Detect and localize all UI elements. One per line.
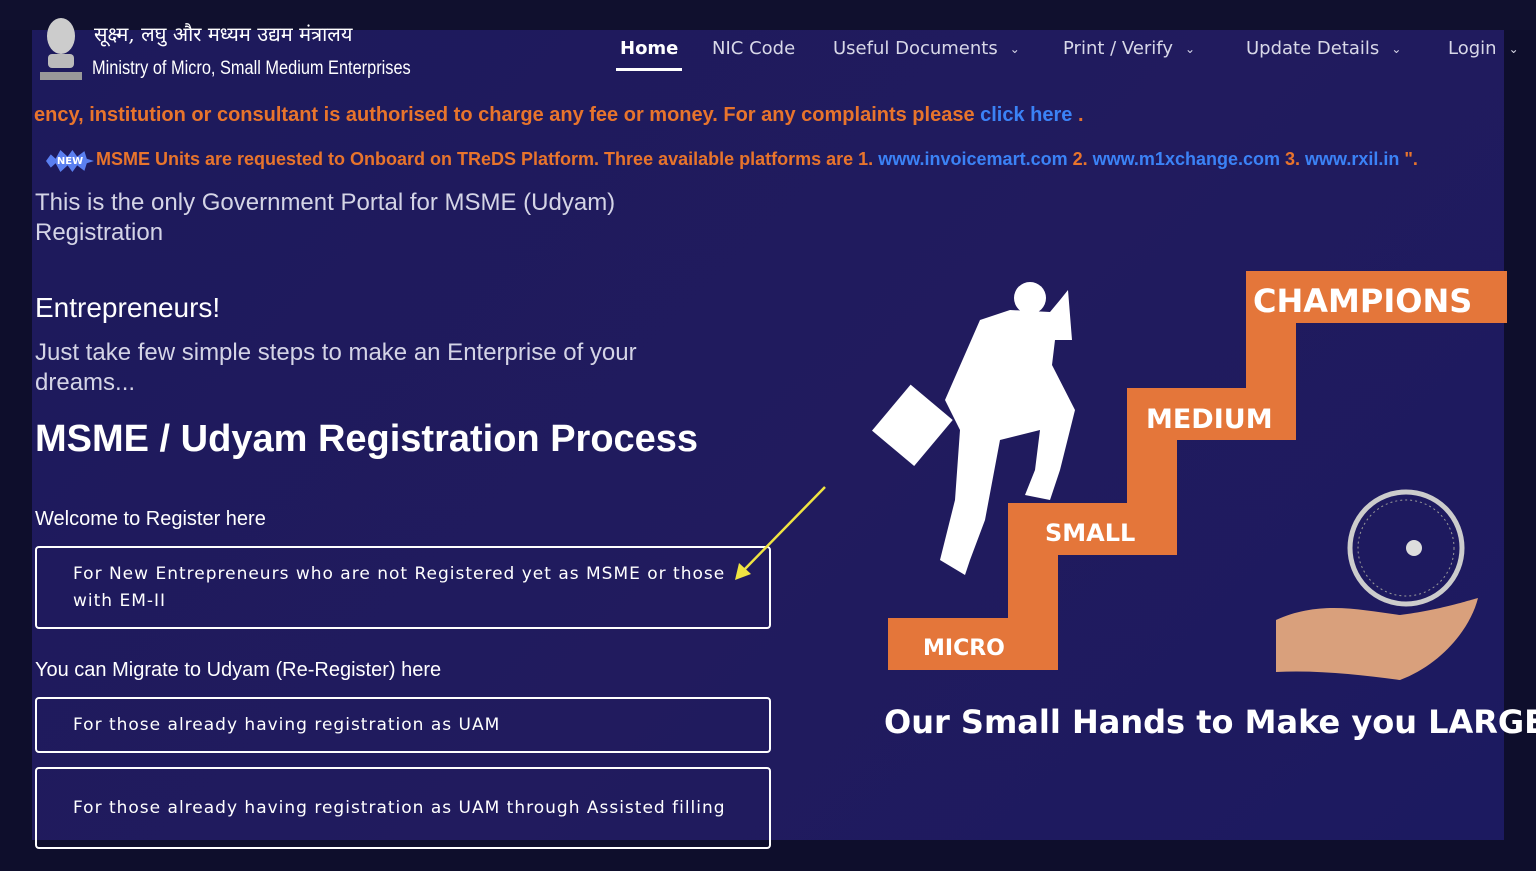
- migrate-label: You can Migrate to Udyam (Re-Register) h…: [35, 659, 442, 681]
- process-heading: MSME / Udyam Registration Process: [35, 418, 699, 460]
- active-underline: [616, 68, 683, 71]
- entrepreneurs-heading: Entrepreneurs!: [35, 292, 221, 323]
- steps-subheading: Just take few simple steps to make an En…: [35, 339, 637, 396]
- nav-useful-documents[interactable]: Useful Documents ⌄: [833, 38, 1020, 59]
- staircase: [888, 271, 1507, 670]
- fee-warning-ticker: ency, institution or consultant is autho…: [34, 104, 1084, 127]
- nav-label: Print / Verify: [1063, 38, 1173, 59]
- hand-icon: [1276, 598, 1478, 680]
- nav-login[interactable]: Login ⌄: [1448, 38, 1519, 59]
- chevron-down-icon: ⌄: [1009, 41, 1020, 56]
- step-champions: CHAMPIONS: [1253, 282, 1472, 320]
- nav-home[interactable]: Home: [616, 38, 683, 71]
- complaint-link[interactable]: click here: [980, 104, 1073, 126]
- nav-print-verify[interactable]: Print / Verify ⌄: [1063, 38, 1195, 59]
- register-label: Welcome to Register here: [35, 508, 266, 530]
- step-small: SMALL: [1045, 519, 1135, 547]
- wheel-icon: [1347, 489, 1465, 607]
- nav-label: Useful Documents: [833, 38, 998, 59]
- step-micro: MICRO: [923, 636, 1005, 661]
- ticker-text: 2.: [1067, 149, 1093, 169]
- chevron-down-icon: ⌄: [1508, 41, 1519, 56]
- national-emblem-logo: [40, 18, 82, 80]
- new-entrepreneur-button[interactable]: For New Entrepreneurs who are not Regist…: [35, 546, 771, 629]
- nav-label: Login: [1448, 38, 1497, 59]
- chevron-down-icon: ⌄: [1391, 41, 1402, 56]
- arrow-head-icon: [735, 563, 751, 580]
- portal-notice: This is the only Government Portal for M…: [35, 189, 616, 246]
- uam-migrate-button[interactable]: For those already having registration as…: [35, 697, 771, 753]
- nav-label: Update Details: [1246, 38, 1380, 59]
- ticker-text: ency, institution or consultant is autho…: [34, 104, 981, 126]
- nav-label: NIC Code: [712, 38, 796, 59]
- arrow-icon: [741, 486, 826, 573]
- nav-nic-code[interactable]: NIC Code: [712, 38, 795, 59]
- ticker-end: .: [1072, 104, 1084, 126]
- m1xchange-link[interactable]: www.m1xchange.com: [1092, 149, 1280, 169]
- site-title: Ministry of Micro, Small Medium Enterpri…: [92, 58, 411, 79]
- rxil-link[interactable]: www.rxil.in: [1305, 149, 1400, 169]
- ticker-text: MSME Units are requested to Onboard on T…: [96, 149, 879, 169]
- climbing-businessman-silhouette: [872, 282, 1075, 575]
- new-badge-icon: NEW: [46, 150, 94, 172]
- invoicemart-link[interactable]: www.invoicemart.com: [878, 149, 1068, 169]
- step-medium: MEDIUM: [1146, 404, 1273, 435]
- chevron-down-icon: ⌄: [1184, 41, 1196, 56]
- banner-tagline: Our Small Hands to Make you LARGE: [884, 703, 1536, 741]
- treds-ticker: MSME Units are requested to Onboard on T…: [96, 149, 1418, 170]
- uam-assisted-button[interactable]: For those already having registration as…: [35, 767, 771, 849]
- nav-update-details[interactable]: Update Details ⌄: [1246, 38, 1401, 59]
- top-strip: [0, 0, 1536, 30]
- nav-label: Home: [620, 38, 679, 59]
- ticker-end: ".: [1399, 149, 1418, 169]
- ticker-text: 3.: [1280, 149, 1306, 169]
- hindi-title: सूक्ष्म, लघु और मध्यम उद्यम मंत्रालय: [94, 22, 353, 46]
